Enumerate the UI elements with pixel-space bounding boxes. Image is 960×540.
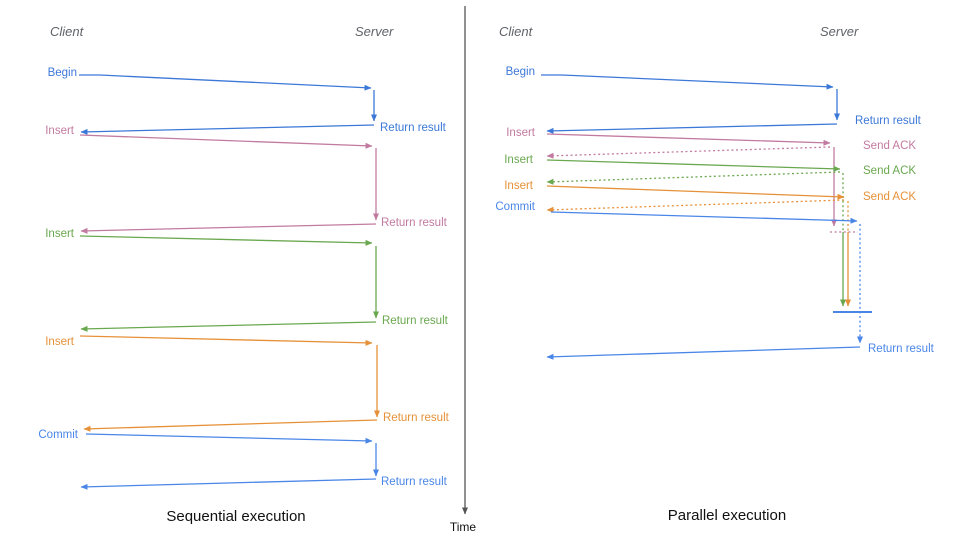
insert3-response-arrow [83,419,378,432]
insert2-response-arrow [80,321,377,332]
insert1-request-arrow [79,134,373,149]
insert1-response-arrow [80,223,377,234]
client-header: Client [50,24,85,39]
commit-response-arrow [80,478,377,490]
begin-return-label: Return result [380,122,447,134]
insert3-request-arrow [546,185,845,200]
parallel-title: Parallel execution [668,507,786,524]
begin-response-arrow [80,124,375,135]
insert3-ack-arrow [546,199,845,213]
insert3-label: Insert [45,336,75,348]
server-header: Server [820,24,859,39]
insert1-request-arrow [546,133,831,146]
begin-response-arrow [546,123,838,134]
insert1-ack-label: Send ACK [863,140,916,152]
time-axis-label: Time [450,520,477,534]
begin-request-arrow [541,74,834,90]
insert2-return-label: Return result [382,315,449,327]
sequential-title: Sequential execution [166,508,305,525]
begin-label: Begin [506,66,535,78]
commit-return-label: Return result [868,343,935,355]
begin-label: Begin [48,67,77,79]
begin-return-label: Return result [855,115,922,127]
client-header: Client [499,24,534,39]
insert1-return-label: Return result [381,217,448,229]
commit-response-arrow [546,346,861,360]
insert2-request-arrow [79,235,373,246]
server-header: Server [355,24,394,39]
insert2-ack-label: Send ACK [863,165,916,177]
begin-request-arrow [79,74,372,91]
insert1-ack-arrow [546,146,831,159]
insert3-ack-label: Send ACK [863,191,916,203]
insert2-label: Insert [504,154,534,166]
commit-request-arrow [85,433,373,444]
insert3-return-label: Return result [383,412,450,424]
commit-label: Commit [495,201,535,213]
insert3-label: Insert [504,180,534,192]
insert1-label: Insert [45,125,75,137]
commit-return-label: Return result [381,476,448,488]
commit-request-arrow [550,211,858,224]
insert2-ack-arrow [546,171,841,185]
insert3-request-arrow [79,335,373,346]
commit-label: Commit [38,429,78,441]
insert2-request-arrow [546,159,841,172]
insert1-label: Insert [506,127,536,139]
insert2-label: Insert [45,228,75,240]
